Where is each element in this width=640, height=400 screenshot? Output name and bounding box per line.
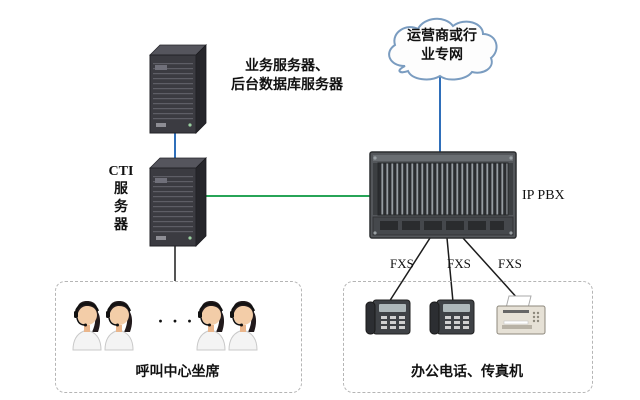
app-server-label: 业务服务器、 后台数据库服务器: [231, 59, 343, 93]
agents-ellipsis: · · ·: [157, 311, 195, 331]
fax-machine-icon: [496, 295, 546, 335]
call-center-group-box: [55, 281, 302, 393]
cti-server-icon: [149, 157, 207, 247]
office-devices-label: 办公电话、传真机: [411, 365, 523, 380]
app-server-icon: [149, 44, 207, 134]
fxs-label-1: FXS: [390, 256, 414, 271]
link-pbx-phone1: [388, 237, 431, 303]
agent-icon: [196, 301, 226, 351]
desk-phone-icon: [429, 299, 475, 335]
agent-icon: [228, 301, 258, 351]
call-center-label: 呼叫中心坐席: [135, 365, 220, 380]
operator-cloud-icon: [388, 17, 498, 81]
office-devices-group-box: [343, 281, 593, 393]
link-pbx-phone2: [446, 237, 454, 303]
cti-server-label: CTI 服 务 器: [108, 164, 134, 233]
fxs-label-2: FXS: [447, 256, 471, 271]
ip-pbx-icon: [369, 151, 517, 239]
call-center-agents-photo: [72, 301, 258, 351]
link-pbx-fax: [462, 237, 520, 301]
agent-icon: [72, 301, 102, 351]
cloud-label: 运营商或行 业专网: [407, 29, 477, 63]
agent-icon: [104, 301, 134, 351]
fxs-label-3: FXS: [498, 256, 522, 271]
desk-phone-icon: [365, 299, 411, 335]
ip-pbx-label: IP PBX: [522, 188, 565, 203]
